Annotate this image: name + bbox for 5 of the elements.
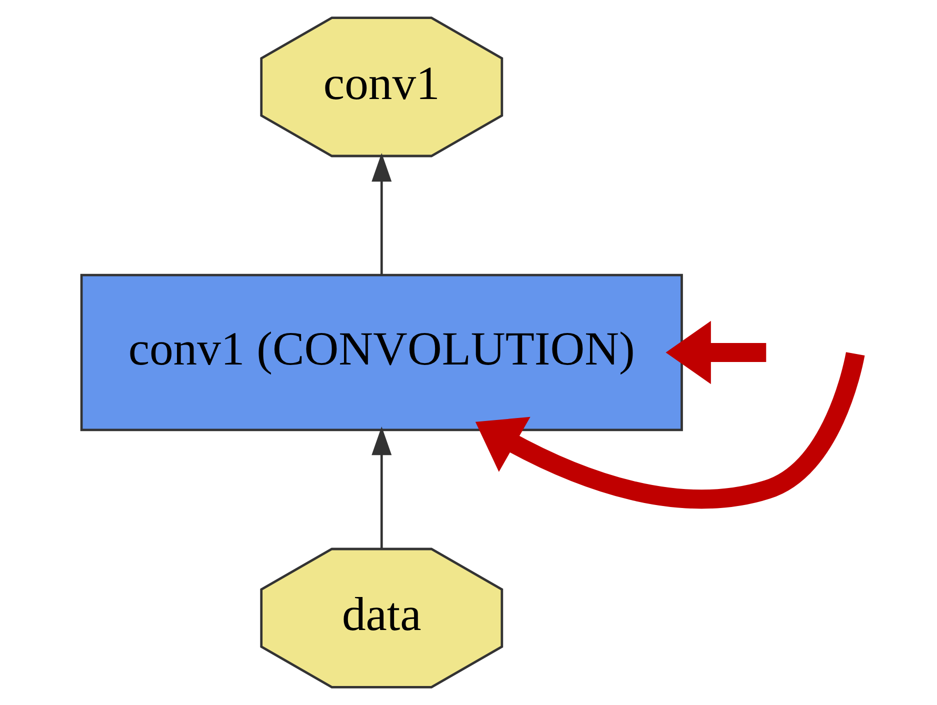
arrow xyxy=(474,352,864,509)
node-box: conv1 (CONVOLUTION) xyxy=(80,274,682,432)
arrow xyxy=(371,426,392,549)
arrow xyxy=(665,320,766,384)
arrow xyxy=(371,152,392,275)
